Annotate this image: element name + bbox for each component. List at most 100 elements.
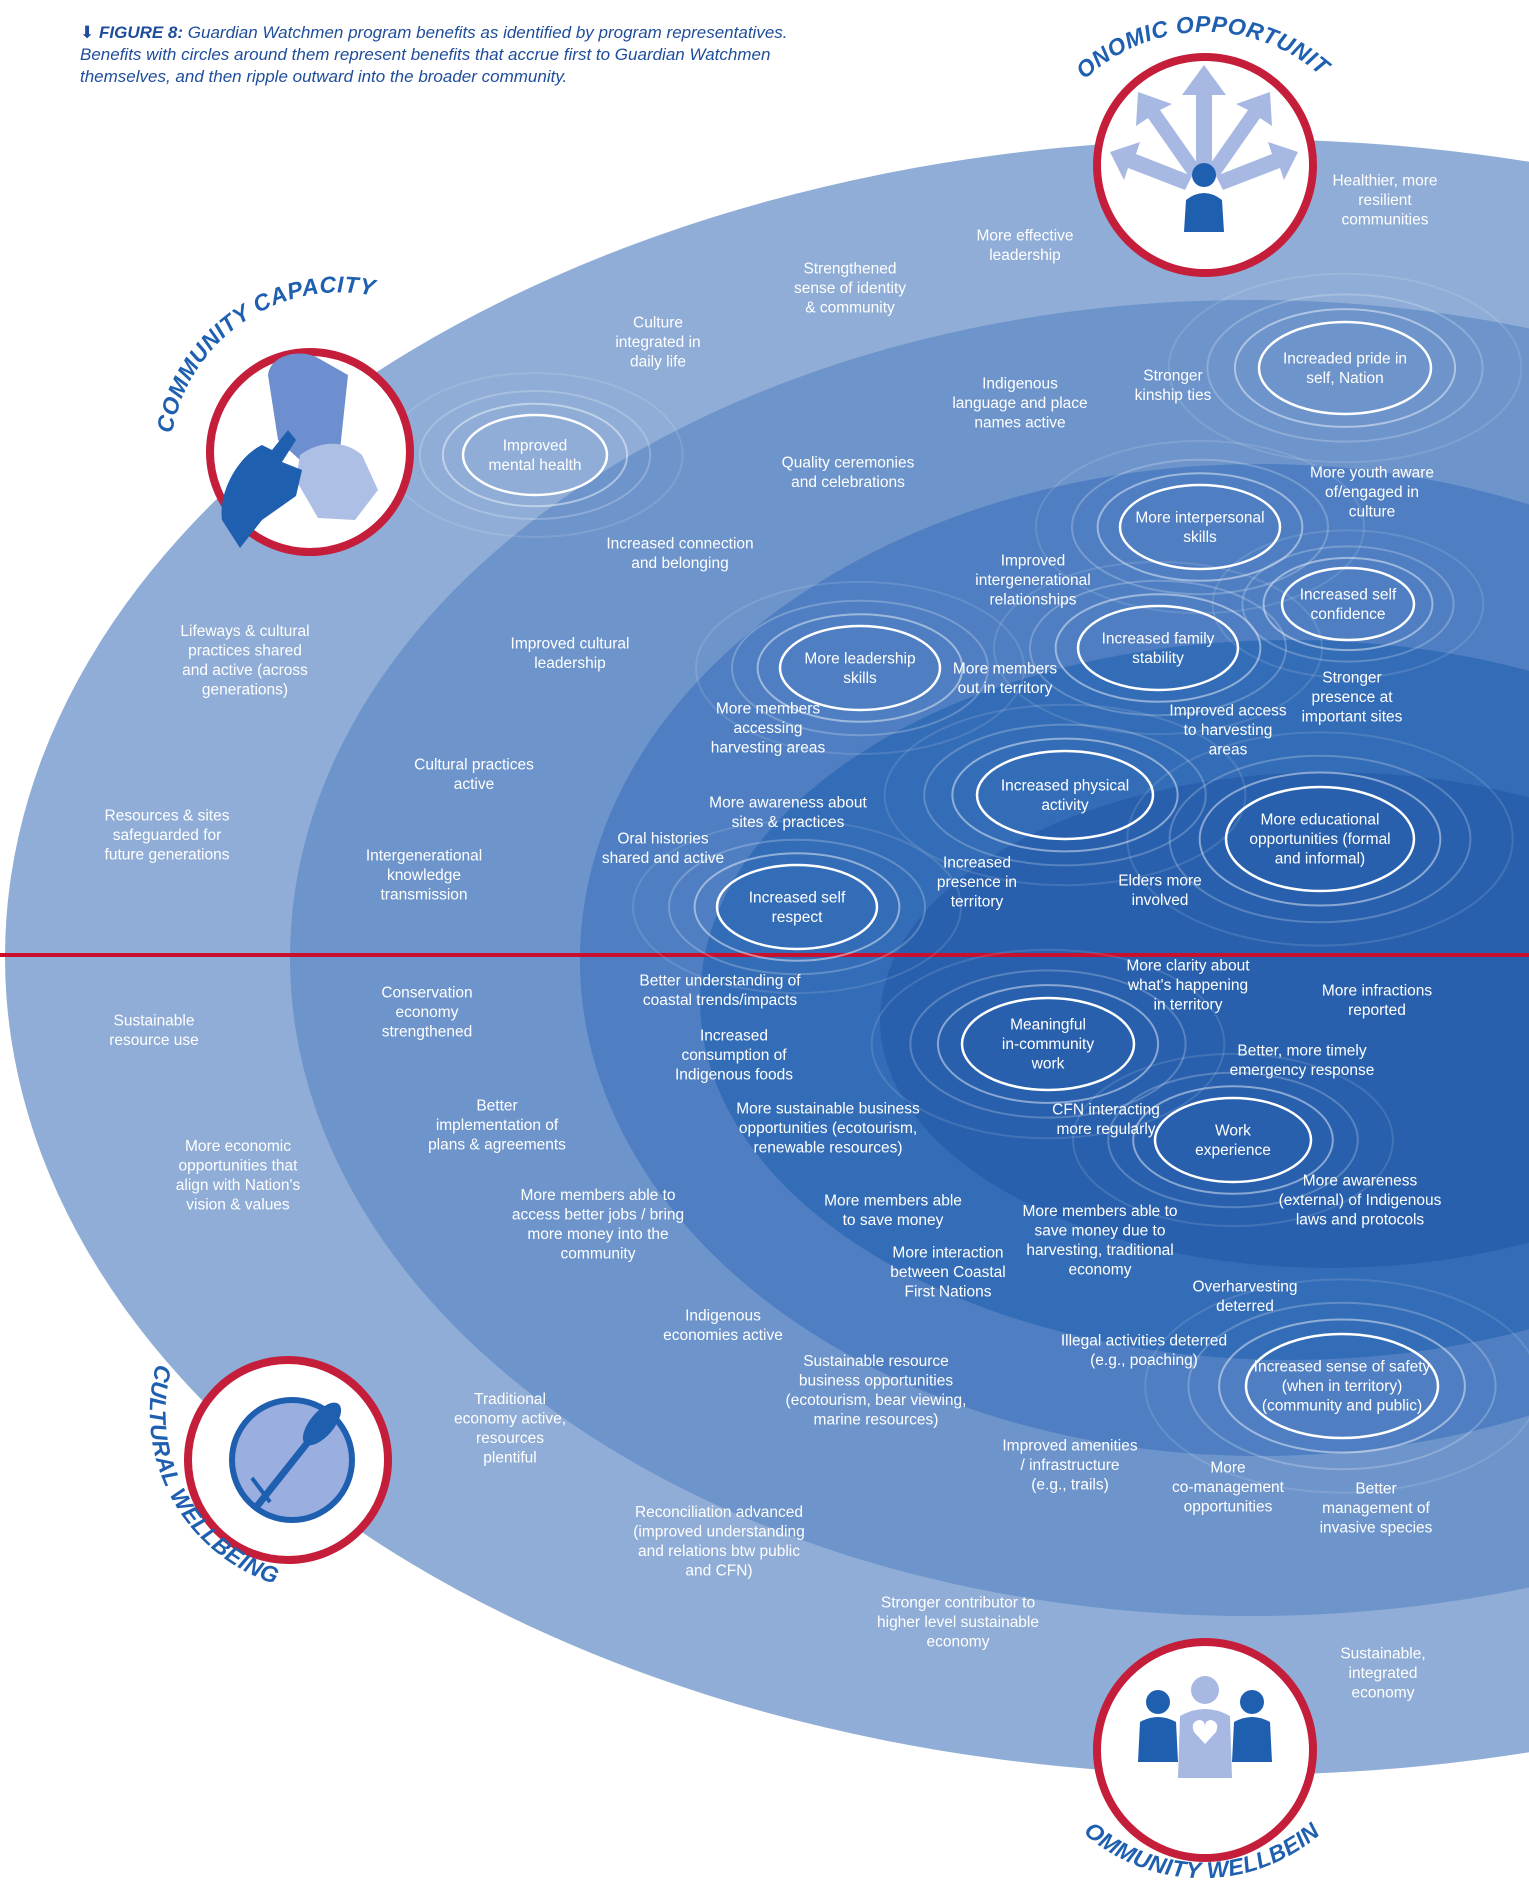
ripple-increased-self-respect [632, 819, 962, 995]
ripple-ring [441, 402, 629, 508]
ripple-ring [1233, 308, 1457, 428]
ripple-ring [715, 863, 879, 951]
ripple-meaningful-work [870, 948, 1226, 1140]
ripple-ring [1168, 754, 1472, 924]
ripple-ring [1206, 293, 1484, 443]
ripple-increased-family-stability [993, 560, 1323, 736]
ripple-ring [1132, 1085, 1334, 1195]
ripple-ring [1187, 1301, 1497, 1471]
ripple-ring [1072, 1052, 1394, 1228]
ripple-ring [1241, 545, 1455, 663]
ripple-ring [1054, 593, 1262, 703]
benefit-reconciliation: Reconciliation advanced(improved underst… [633, 1504, 804, 1580]
ripple-ring [1144, 1278, 1529, 1494]
ripple-ring [1126, 731, 1514, 947]
ripple-ring [695, 580, 1025, 756]
badge-economic-opportunities: ECONOMIC OPPORTUNITIES [0, 0, 1336, 277]
ripple-ring [693, 852, 901, 962]
ripple-ring [1280, 566, 1416, 642]
hands-icon [221, 353, 378, 548]
ripple-ring [1107, 1071, 1359, 1209]
ripple-ring [951, 737, 1179, 853]
ripple-ring [883, 703, 1247, 887]
ripple-ring [1153, 1096, 1313, 1184]
ripple-more-educational-opportunities [1126, 731, 1514, 947]
ripple-ring [960, 996, 1136, 1092]
badge-title-economic-opportunities: ECONOMIC OPPORTUNITIES [0, 0, 1336, 84]
ripple-ring [923, 723, 1207, 867]
band-5 [880, 772, 1529, 1268]
drum-icon [229, 1397, 355, 1523]
benefit-illegal-activities: Illegal activities deterred(e.g., poachi… [1061, 1332, 1227, 1369]
ripple-ring [1224, 785, 1416, 893]
caption-text: Guardian Watchmen program benefits as id… [80, 23, 788, 86]
ripple-ring [1244, 1332, 1440, 1440]
ripple-ring [1076, 604, 1240, 692]
ripple-increased-self-confidence [1211, 529, 1485, 679]
ripple-ring [1211, 529, 1485, 679]
ripple-ring [731, 599, 989, 737]
ripple-ring [1118, 483, 1282, 571]
ripple-ring [1198, 771, 1442, 907]
arrows-person-icon [1110, 65, 1298, 232]
benefit-improved-amenities: Improved amenities/ infrastructure(e.g.,… [1002, 1438, 1138, 1494]
ripple-ring [1257, 320, 1433, 416]
ripple-ring [1262, 556, 1434, 652]
ripple-increased-physical-activity [883, 703, 1247, 887]
family-heart-icon [1138, 1676, 1272, 1778]
ripple-ring [461, 413, 609, 497]
ripple-ring [1167, 272, 1523, 464]
ripple-ring [632, 819, 962, 995]
ripple-ring [418, 390, 652, 520]
ripple-ring [909, 969, 1187, 1119]
ripple-ring [1218, 1318, 1466, 1454]
ripple-more-leadership-skills [695, 580, 1025, 756]
ripple-increased-sense-of-safety [1144, 1278, 1529, 1494]
ripple-ring [1096, 472, 1304, 582]
ripple-improved-mental-health [386, 372, 684, 538]
ripple-increased-pride [1167, 272, 1523, 464]
figure-caption: ⬇ FIGURE 8: Guardian Watchmen program be… [80, 22, 800, 88]
